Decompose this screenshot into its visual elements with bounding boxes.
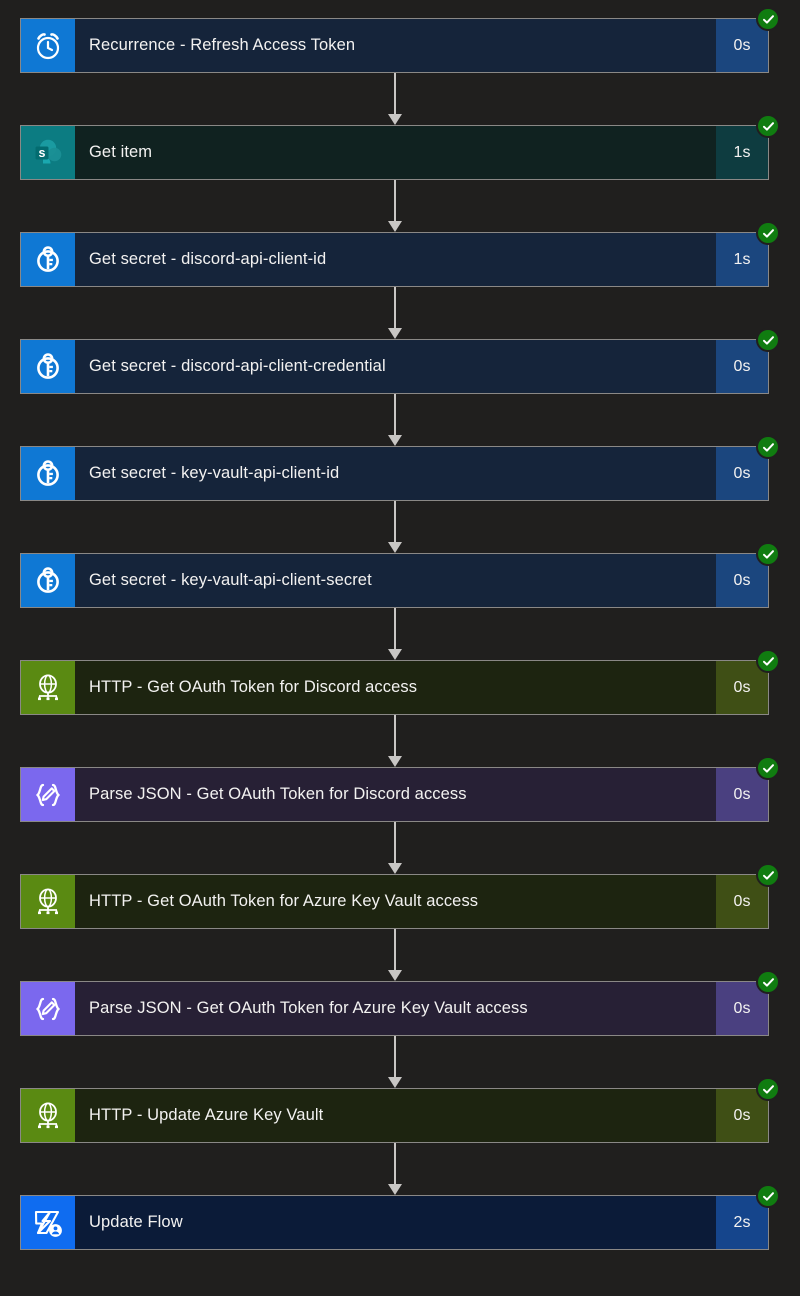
- status-badge-succeeded: [756, 1077, 780, 1101]
- flow-action-card[interactable]: Get secret - discord-api-client-credenti…: [20, 328, 780, 394]
- http-globe-icon: [21, 661, 75, 714]
- flow-connector-arrow: [388, 394, 402, 446]
- action-title: Recurrence - Refresh Access Token: [89, 36, 356, 54]
- connector-line: [394, 822, 396, 864]
- http-globe-icon: [21, 1089, 75, 1142]
- connector-line: [394, 929, 396, 971]
- status-badge-succeeded: [756, 7, 780, 31]
- status-badge-succeeded: [756, 328, 780, 352]
- action-title: Parse JSON - Get OAuth Token for Discord…: [89, 785, 467, 803]
- status-badge-succeeded: [756, 756, 780, 780]
- flow-action-card[interactable]: Get secret - key-vault-api-client-secret…: [20, 542, 780, 608]
- status-badge-succeeded: [756, 542, 780, 566]
- power-automate-management-icon: [21, 1196, 75, 1249]
- connector-line: [394, 1036, 396, 1078]
- flow-connector-arrow: [388, 715, 402, 767]
- action-title: Get secret - discord-api-client-id: [89, 250, 327, 268]
- flow-connector-arrow: [388, 608, 402, 660]
- connector-arrowhead: [388, 328, 402, 339]
- key-vault-icon: [21, 554, 75, 607]
- action-title: HTTP - Get OAuth Token for Azure Key Vau…: [89, 892, 479, 910]
- action-title: Get item: [89, 143, 153, 161]
- connector-line: [394, 501, 396, 543]
- flow-connector-arrow: [388, 1036, 402, 1088]
- svg-text:s: s: [39, 146, 46, 160]
- flow-connector-arrow: [388, 822, 402, 874]
- connector-line: [394, 394, 396, 436]
- status-badge-succeeded: [756, 221, 780, 245]
- flow-action-card[interactable]: Recurrence - Refresh Access Token 0s: [20, 7, 780, 73]
- parse-json-icon: [21, 768, 75, 821]
- flow-action-card[interactable]: HTTP - Get OAuth Token for Discord acces…: [20, 649, 780, 715]
- flow-connector-arrow: [388, 501, 402, 553]
- connector-arrowhead: [388, 649, 402, 660]
- connector-line: [394, 715, 396, 757]
- flow-connector-arrow: [388, 929, 402, 981]
- connector-line: [394, 608, 396, 650]
- sharepoint-icon: s: [21, 126, 75, 179]
- connector-line: [394, 73, 396, 115]
- http-globe-icon: [21, 875, 75, 928]
- flow-action-card[interactable]: Parse JSON - Get OAuth Token for Discord…: [20, 756, 780, 822]
- connector-arrowhead: [388, 756, 402, 767]
- flow-action-card[interactable]: s Get item 1s: [20, 114, 780, 180]
- action-duration: 1s: [716, 126, 768, 179]
- connector-line: [394, 1143, 396, 1185]
- action-title: Parse JSON - Get OAuth Token for Azure K…: [89, 999, 528, 1017]
- connector-arrowhead: [388, 435, 402, 446]
- connector-arrowhead: [388, 1184, 402, 1195]
- action-title: Get secret - key-vault-api-client-id: [89, 464, 340, 482]
- connector-line: [394, 287, 396, 329]
- action-title: HTTP - Update Azure Key Vault: [89, 1106, 324, 1124]
- action-duration: 0s: [716, 661, 768, 714]
- flow-connector-arrow: [388, 180, 402, 232]
- flow-action-card[interactable]: HTTP - Get OAuth Token for Azure Key Vau…: [20, 863, 780, 929]
- key-vault-icon: [21, 340, 75, 393]
- connector-line: [394, 180, 396, 222]
- action-title: HTTP - Get OAuth Token for Discord acces…: [89, 678, 418, 696]
- status-badge-succeeded: [756, 435, 780, 459]
- flow-action-card[interactable]: Parse JSON - Get OAuth Token for Azure K…: [20, 970, 780, 1036]
- key-vault-icon: [21, 233, 75, 286]
- flow-connector-arrow: [388, 1143, 402, 1195]
- status-badge-succeeded: [756, 863, 780, 887]
- action-title: Update Flow: [89, 1213, 183, 1231]
- connector-arrowhead: [388, 1077, 402, 1088]
- alarm-clock-icon: [21, 19, 75, 72]
- connector-arrowhead: [388, 542, 402, 553]
- action-duration: 0s: [716, 19, 768, 72]
- connector-arrowhead: [388, 114, 402, 125]
- connector-arrowhead: [388, 970, 402, 981]
- status-badge-succeeded: [756, 114, 780, 138]
- connector-arrowhead: [388, 221, 402, 232]
- key-vault-icon: [21, 447, 75, 500]
- connector-arrowhead: [388, 863, 402, 874]
- status-badge-succeeded: [756, 649, 780, 673]
- action-title: Get secret - discord-api-client-credenti…: [89, 357, 386, 375]
- status-badge-succeeded: [756, 1184, 780, 1208]
- parse-json-icon: [21, 982, 75, 1035]
- status-badge-succeeded: [756, 970, 780, 994]
- action-title: Get secret - key-vault-api-client-secret: [89, 571, 372, 589]
- flow-connector-arrow: [388, 287, 402, 339]
- flow-connector-arrow: [388, 73, 402, 125]
